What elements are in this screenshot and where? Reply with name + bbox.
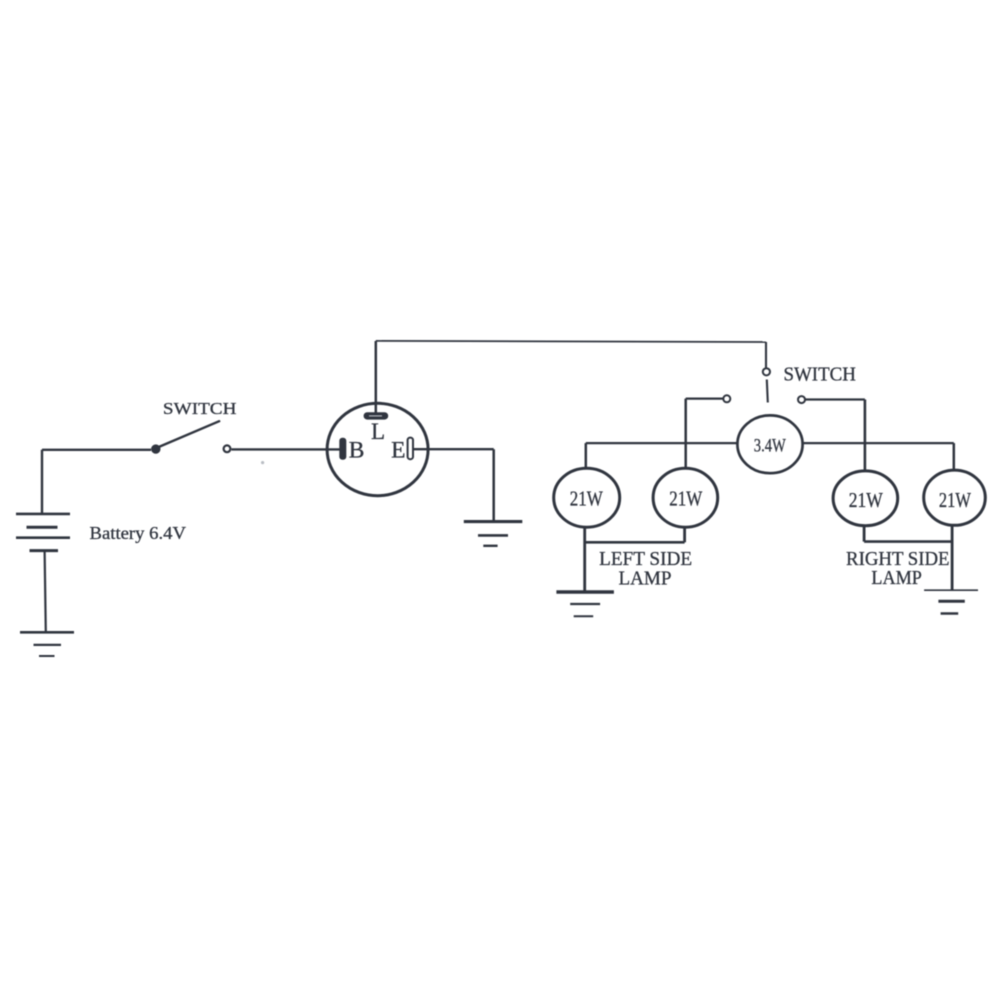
svg-text:B: B	[349, 438, 365, 464]
svg-text:21W: 21W	[669, 486, 702, 510]
svg-text:LAMP: LAMP	[871, 567, 922, 589]
svg-text:21W: 21W	[570, 486, 603, 510]
svg-text:RIGHT SIDE: RIGHT SIDE	[846, 548, 950, 570]
svg-text:3.4W: 3.4W	[754, 435, 786, 456]
svg-text:21W: 21W	[849, 488, 883, 512]
svg-text:SWITCH: SWITCH	[163, 399, 237, 418]
svg-text:E: E	[391, 437, 405, 463]
svg-text:LAMP: LAMP	[619, 567, 672, 589]
svg-text:LEFT SIDE: LEFT SIDE	[599, 548, 692, 570]
svg-text:21W: 21W	[939, 488, 971, 512]
svg-text:Battery 6.4V: Battery 6.4V	[90, 523, 187, 543]
svg-text:L: L	[371, 419, 385, 444]
svg-text:SWITCH: SWITCH	[783, 365, 856, 386]
